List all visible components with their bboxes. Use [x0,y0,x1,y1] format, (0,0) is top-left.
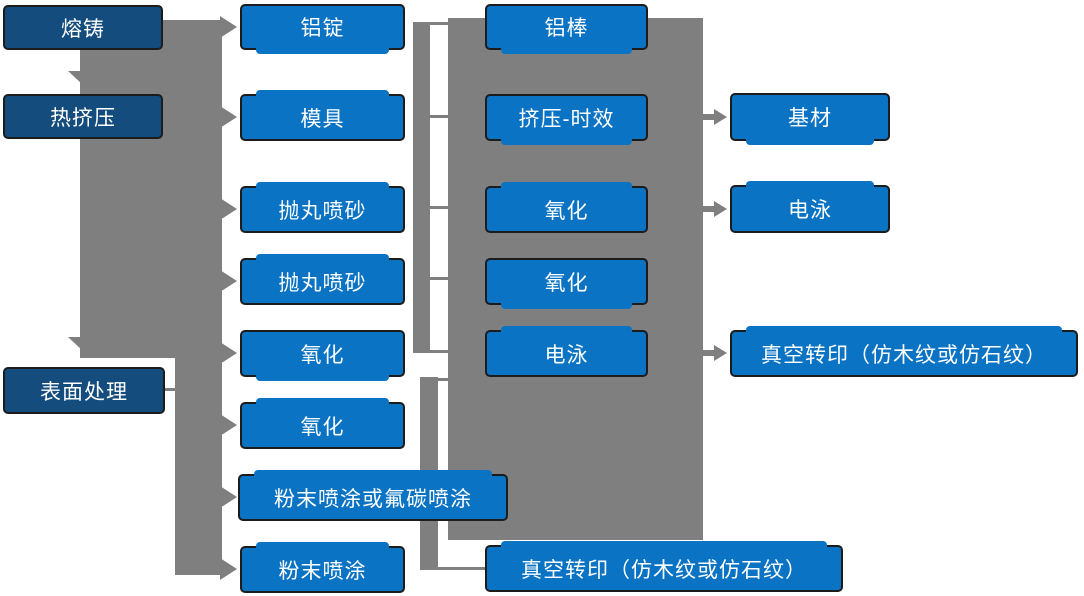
node-vacuum-transfer-print-bottom: 真空转印（仿木纹或仿石纹） [485,541,843,592]
arrow-down-icon [68,71,98,85]
node-mold: 模具 [240,90,405,141]
node-aluminum-ingot: 铝锭 [240,4,405,54]
connector-tie-line [430,206,448,209]
node-oxidation-3: 氧化 [485,182,648,233]
arrow-right-icon [714,201,727,217]
node-melting-casting: 熔铸 [3,5,163,50]
node-powder-coating: 粉末喷涂 [240,542,405,593]
connector-rail-middle-upper [413,22,430,353]
arrow-right-icon [220,16,237,38]
node-hot-extrusion: 热挤压 [3,94,163,139]
node-surface-treatment: 表面处理 [3,367,165,414]
node-oxidation-4: 氧化 [485,258,648,309]
connector-tie-line [430,277,448,280]
node-oxidation-1: 氧化 [240,330,405,381]
connector-tie-line [438,567,485,570]
arrow-right-icon [220,486,237,508]
connector-trunk-left [80,20,222,358]
node-extrusion-aging: 挤压-时效 [485,94,648,145]
arrow-shaft [703,350,715,356]
arrow-right-icon [714,109,727,125]
node-aluminum-rod: 铝棒 [485,4,648,54]
node-vacuum-transfer-print: 真空转印（仿木纹或仿石纹） [730,326,1078,377]
connector-tie-line [430,115,448,118]
arrow-right-icon [220,270,237,292]
node-powder-or-fluorocarbon-coating: 粉末喷涂或氟碳喷涂 [238,470,508,521]
connector-surface-treatment-link [162,388,176,391]
arrow-shaft [703,206,715,212]
node-base-material: 基材 [730,93,890,145]
arrow-right-icon [220,198,237,220]
arrow-right-icon [220,558,237,580]
node-electrophoresis-1: 电泳 [485,326,648,377]
node-shot-blasting-2: 抛丸喷砂 [240,254,405,305]
connector-tie-line [430,22,448,25]
node-electrophoresis-2: 电泳 [730,181,890,233]
connector-trunk-left-lower [175,353,222,575]
node-shot-blasting-1: 抛丸喷砂 [240,182,405,233]
connector-tie-line [430,350,448,353]
connector-tie-line [438,378,448,381]
arrow-down-icon [68,337,98,351]
arrow-right-icon [220,106,237,128]
arrow-right-icon [220,414,237,436]
arrow-shaft [703,114,715,120]
node-oxidation-2: 氧化 [240,398,405,449]
arrow-right-icon [714,345,727,361]
arrow-right-icon [220,342,237,364]
